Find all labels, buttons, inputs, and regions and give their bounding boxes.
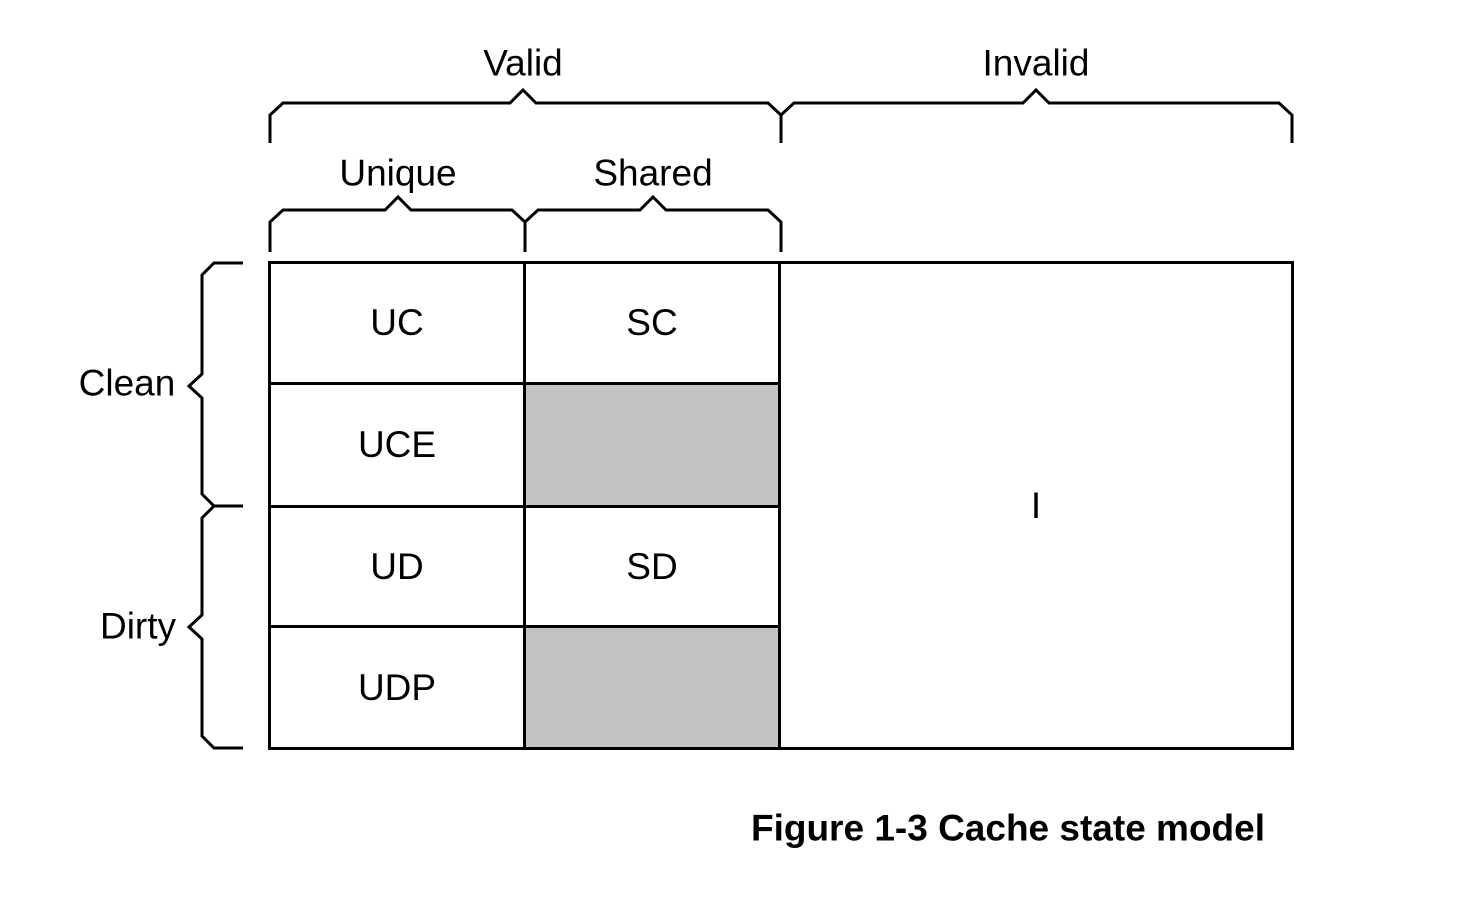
clean-brace bbox=[186, 261, 243, 508]
state-cell-uc: UC bbox=[271, 264, 526, 385]
invalid-brace bbox=[779, 87, 1294, 143]
shared-brace bbox=[523, 194, 783, 252]
unique-brace bbox=[268, 194, 527, 252]
state-cell-udp: UDP bbox=[271, 628, 526, 747]
shaded-cell-shared-dirty bbox=[526, 628, 781, 747]
dirty-brace bbox=[186, 504, 243, 750]
state-cell-uce: UCE bbox=[271, 385, 526, 508]
state-cell-ud: UD bbox=[271, 508, 526, 628]
state-cell-sd: SD bbox=[526, 508, 781, 628]
unique-label: Unique bbox=[339, 152, 457, 194]
cache-state-grid: UC SC I UCE UD SD UDP bbox=[268, 261, 1294, 750]
valid-label: Valid bbox=[483, 42, 563, 84]
shaded-cell-shared-clean bbox=[526, 385, 781, 508]
figure-caption: Figure 1-3 Cache state model bbox=[750, 807, 1266, 849]
state-cell-sc: SC bbox=[526, 264, 781, 385]
clean-label: Clean bbox=[78, 362, 176, 404]
invalid-label: Invalid bbox=[982, 42, 1090, 84]
valid-brace bbox=[268, 87, 783, 143]
shared-label: Shared bbox=[593, 152, 713, 194]
dirty-label: Dirty bbox=[99, 605, 177, 647]
state-cell-invalid: I bbox=[1030, 484, 1042, 526]
